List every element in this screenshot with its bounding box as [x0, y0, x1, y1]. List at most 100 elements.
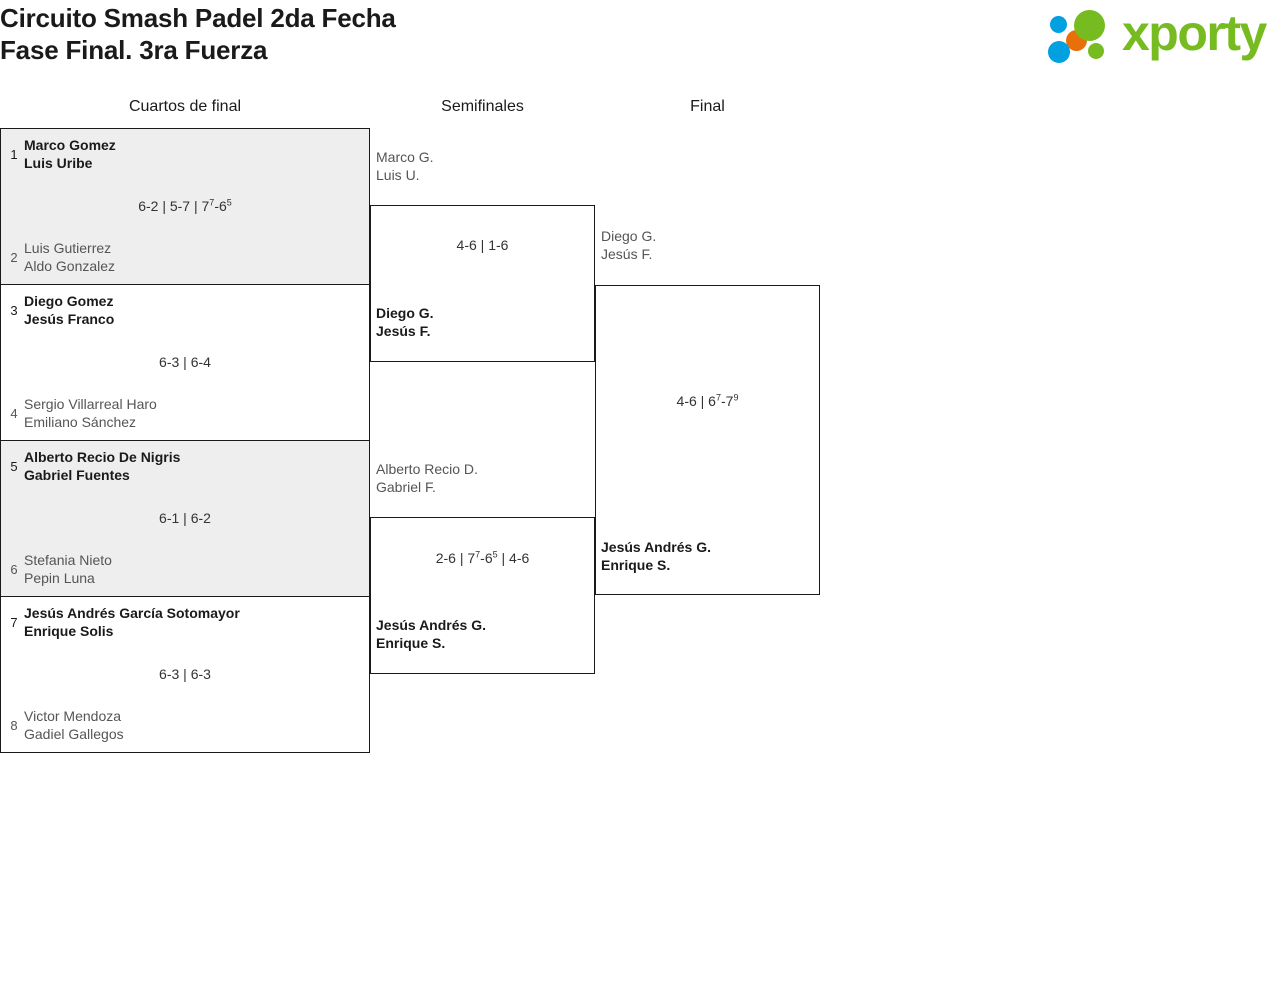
- qf3-top-team[interactable]: 5 Alberto Recio De Nigris Gabriel Fuente…: [4, 448, 364, 484]
- qf3-top-names: Alberto Recio De Nigris Gabriel Fuentes: [24, 448, 180, 484]
- qf4-top-player1: Jesús Andrés García Sotomayor: [24, 605, 240, 621]
- final-score-part2: -7: [720, 393, 734, 409]
- qf2-top-player1: Diego Gomez: [24, 293, 114, 309]
- final-top-player1: Diego G.: [601, 228, 657, 244]
- sf2-score-part2: -6: [480, 550, 493, 566]
- qf2-top-team[interactable]: 3 Diego Gomez Jesús Franco: [4, 292, 364, 328]
- qf2-top-names: Diego Gomez Jesús Franco: [24, 292, 114, 328]
- semifinal-match-1[interactable]: [370, 205, 595, 362]
- xporty-logo[interactable]: xporty: [1048, 5, 1276, 66]
- logo-dot-blue-bottom: [1048, 41, 1070, 63]
- qf3-top-player2: Gabriel Fuentes: [24, 467, 130, 483]
- sf2-top-player2: Gabriel F.: [376, 479, 436, 495]
- qf3-bottom-names: Stefania Nieto Pepin Luna: [24, 551, 112, 587]
- sf1-score-part1: 4-6 | 1-6: [456, 237, 509, 253]
- sf2-score-part1: 2-6 | 7: [435, 550, 476, 566]
- qf1-score-part2: -6: [214, 198, 227, 214]
- sf2-bottom-player1: Jesús Andrés G.: [376, 617, 486, 633]
- qf2-score-part1: 6-3 | 6-4: [159, 354, 211, 370]
- qf2-top-player2: Jesús Franco: [24, 311, 115, 327]
- qf1-bottom-names: Luis Gutierrez Aldo Gonzalez: [24, 239, 115, 275]
- sf2-score-sup1: 7: [475, 549, 481, 560]
- logo-dot-green-small: [1088, 43, 1104, 59]
- sf2-top-names: Alberto Recio D. Gabriel F.: [376, 460, 478, 496]
- qf4-score: 6-3 | 6-3: [0, 665, 370, 683]
- sf2-top-player1: Alberto Recio D.: [376, 461, 478, 477]
- qf1-top-names: Marco Gomez Luis Uribe: [24, 136, 116, 172]
- qf3-bottom-player2: Pepin Luna: [24, 570, 95, 586]
- qf1-score-part1: 6-2 | 5-7 | 7: [138, 198, 210, 214]
- final-top-player2: Jesús F.: [601, 246, 653, 262]
- qf2-bottom-player1: Sergio Villarreal Haro: [24, 396, 157, 412]
- sf1-top-player1: Marco G.: [376, 149, 434, 165]
- page-title-line2: Fase Final. 3ra Fuerza: [0, 35, 268, 65]
- sf2-score: 2-6 | 77-65 | 4-6: [370, 549, 595, 567]
- sf2-score-sup2: 5: [492, 549, 498, 560]
- qf1-top-player2: Luis Uribe: [24, 155, 93, 171]
- qf4-bottom-team[interactable]: 8 Victor Mendoza Gadiel Gallegos: [4, 707, 364, 743]
- sf1-bottom-player1: Diego G.: [376, 305, 434, 321]
- final-bottom-team[interactable]: Jesús Andrés G. Enrique S.: [601, 538, 816, 574]
- final-score-sup1: 7: [715, 392, 721, 403]
- sf1-bottom-team[interactable]: Diego G. Jesús F.: [376, 304, 591, 340]
- final-match[interactable]: [595, 285, 820, 595]
- qf4-top-team[interactable]: 7 Jesús Andrés García Sotomayor Enrique …: [4, 604, 364, 640]
- sf1-bottom-player2: Jesús F.: [376, 323, 431, 339]
- qf4-top-seed: 7: [10, 614, 18, 630]
- qf4-bottom-seed: 8: [10, 717, 18, 733]
- sf1-top-names: Marco G. Luis U.: [376, 148, 434, 184]
- sf1-top-team[interactable]: Marco G. Luis U.: [376, 148, 591, 184]
- semifinal-match-2[interactable]: [370, 517, 595, 674]
- round-header-final: Final: [690, 98, 725, 115]
- qf3-score-part1: 6-1 | 6-2: [159, 510, 211, 526]
- final-bottom-player1: Jesús Andrés G.: [601, 539, 711, 555]
- page-title-line1: Circuito Smash Padel 2da Fecha: [0, 3, 396, 33]
- final-score: 4-6 | 67-79: [595, 392, 820, 410]
- quarterfinal-match-4[interactable]: [0, 596, 370, 753]
- qf2-bottom-names: Sergio Villarreal Haro Emiliano Sánchez: [24, 395, 157, 431]
- sf1-top-player2: Luis U.: [376, 167, 420, 183]
- qf2-top-seed: 3: [10, 302, 18, 318]
- qf1-score-sup1: 7: [209, 197, 215, 208]
- quarterfinal-match-3[interactable]: [0, 440, 370, 597]
- qf3-bottom-player1: Stefania Nieto: [24, 552, 112, 568]
- qf2-bottom-team[interactable]: 4 Sergio Villarreal Haro Emiliano Sánche…: [4, 395, 364, 431]
- qf3-bottom-team[interactable]: 6 Stefania Nieto Pepin Luna: [4, 551, 364, 587]
- qf1-score: 6-2 | 5-7 | 77-65: [0, 197, 370, 215]
- logo-wordmark: xporty: [1122, 5, 1267, 61]
- qf1-score-sup2: 5: [226, 197, 232, 208]
- quarterfinal-match-1[interactable]: [0, 128, 370, 285]
- qf4-top-player2: Enrique Solis: [24, 623, 114, 639]
- sf2-bottom-player2: Enrique S.: [376, 635, 446, 651]
- qf4-score-part1: 6-3 | 6-3: [159, 666, 211, 682]
- final-bottom-names: Jesús Andrés G. Enrique S.: [601, 538, 711, 574]
- qf3-top-player1: Alberto Recio De Nigris: [24, 449, 181, 465]
- qf4-bottom-names: Victor Mendoza Gadiel Gallegos: [24, 707, 124, 743]
- qf1-bottom-team[interactable]: 2 Luis Gutierrez Aldo Gonzalez: [4, 239, 364, 275]
- sf2-bottom-team[interactable]: Jesús Andrés G. Enrique S.: [376, 616, 591, 652]
- qf1-bottom-seed: 2: [10, 249, 18, 265]
- logo-dot-green-large: [1074, 10, 1105, 41]
- final-top-names: Diego G. Jesús F.: [601, 227, 656, 263]
- qf2-bottom-player2: Emiliano Sánchez: [24, 414, 137, 430]
- qf3-top-seed: 5: [10, 458, 18, 474]
- qf1-top-player1: Marco Gomez: [24, 137, 116, 153]
- qf1-top-seed: 1: [10, 146, 18, 162]
- round-header-semifinals: Semifinales: [441, 98, 524, 115]
- sf1-bottom-names: Diego G. Jesús F.: [376, 304, 434, 340]
- final-bottom-player2: Enrique S.: [601, 557, 671, 573]
- logo-dot-blue-top: [1050, 16, 1067, 33]
- qf4-top-names: Jesús Andrés García Sotomayor Enrique So…: [24, 604, 240, 640]
- qf2-bottom-seed: 4: [10, 405, 18, 421]
- qf1-bottom-player1: Luis Gutierrez: [24, 240, 112, 256]
- qf1-top-team[interactable]: 1 Marco Gomez Luis Uribe: [4, 136, 364, 172]
- sf2-top-team[interactable]: Alberto Recio D. Gabriel F.: [376, 460, 591, 496]
- sf2-bottom-names: Jesús Andrés G. Enrique S.: [376, 616, 486, 652]
- final-top-team[interactable]: Diego G. Jesús F.: [601, 227, 816, 263]
- qf4-bottom-player2: Gadiel Gallegos: [24, 726, 124, 742]
- qf1-bottom-player2: Aldo Gonzalez: [24, 258, 116, 274]
- final-score-part1: 4-6 | 6: [676, 393, 716, 409]
- round-header-quarterfinals: Cuartos de final: [128, 98, 242, 115]
- qf4-bottom-player1: Victor Mendoza: [24, 708, 122, 724]
